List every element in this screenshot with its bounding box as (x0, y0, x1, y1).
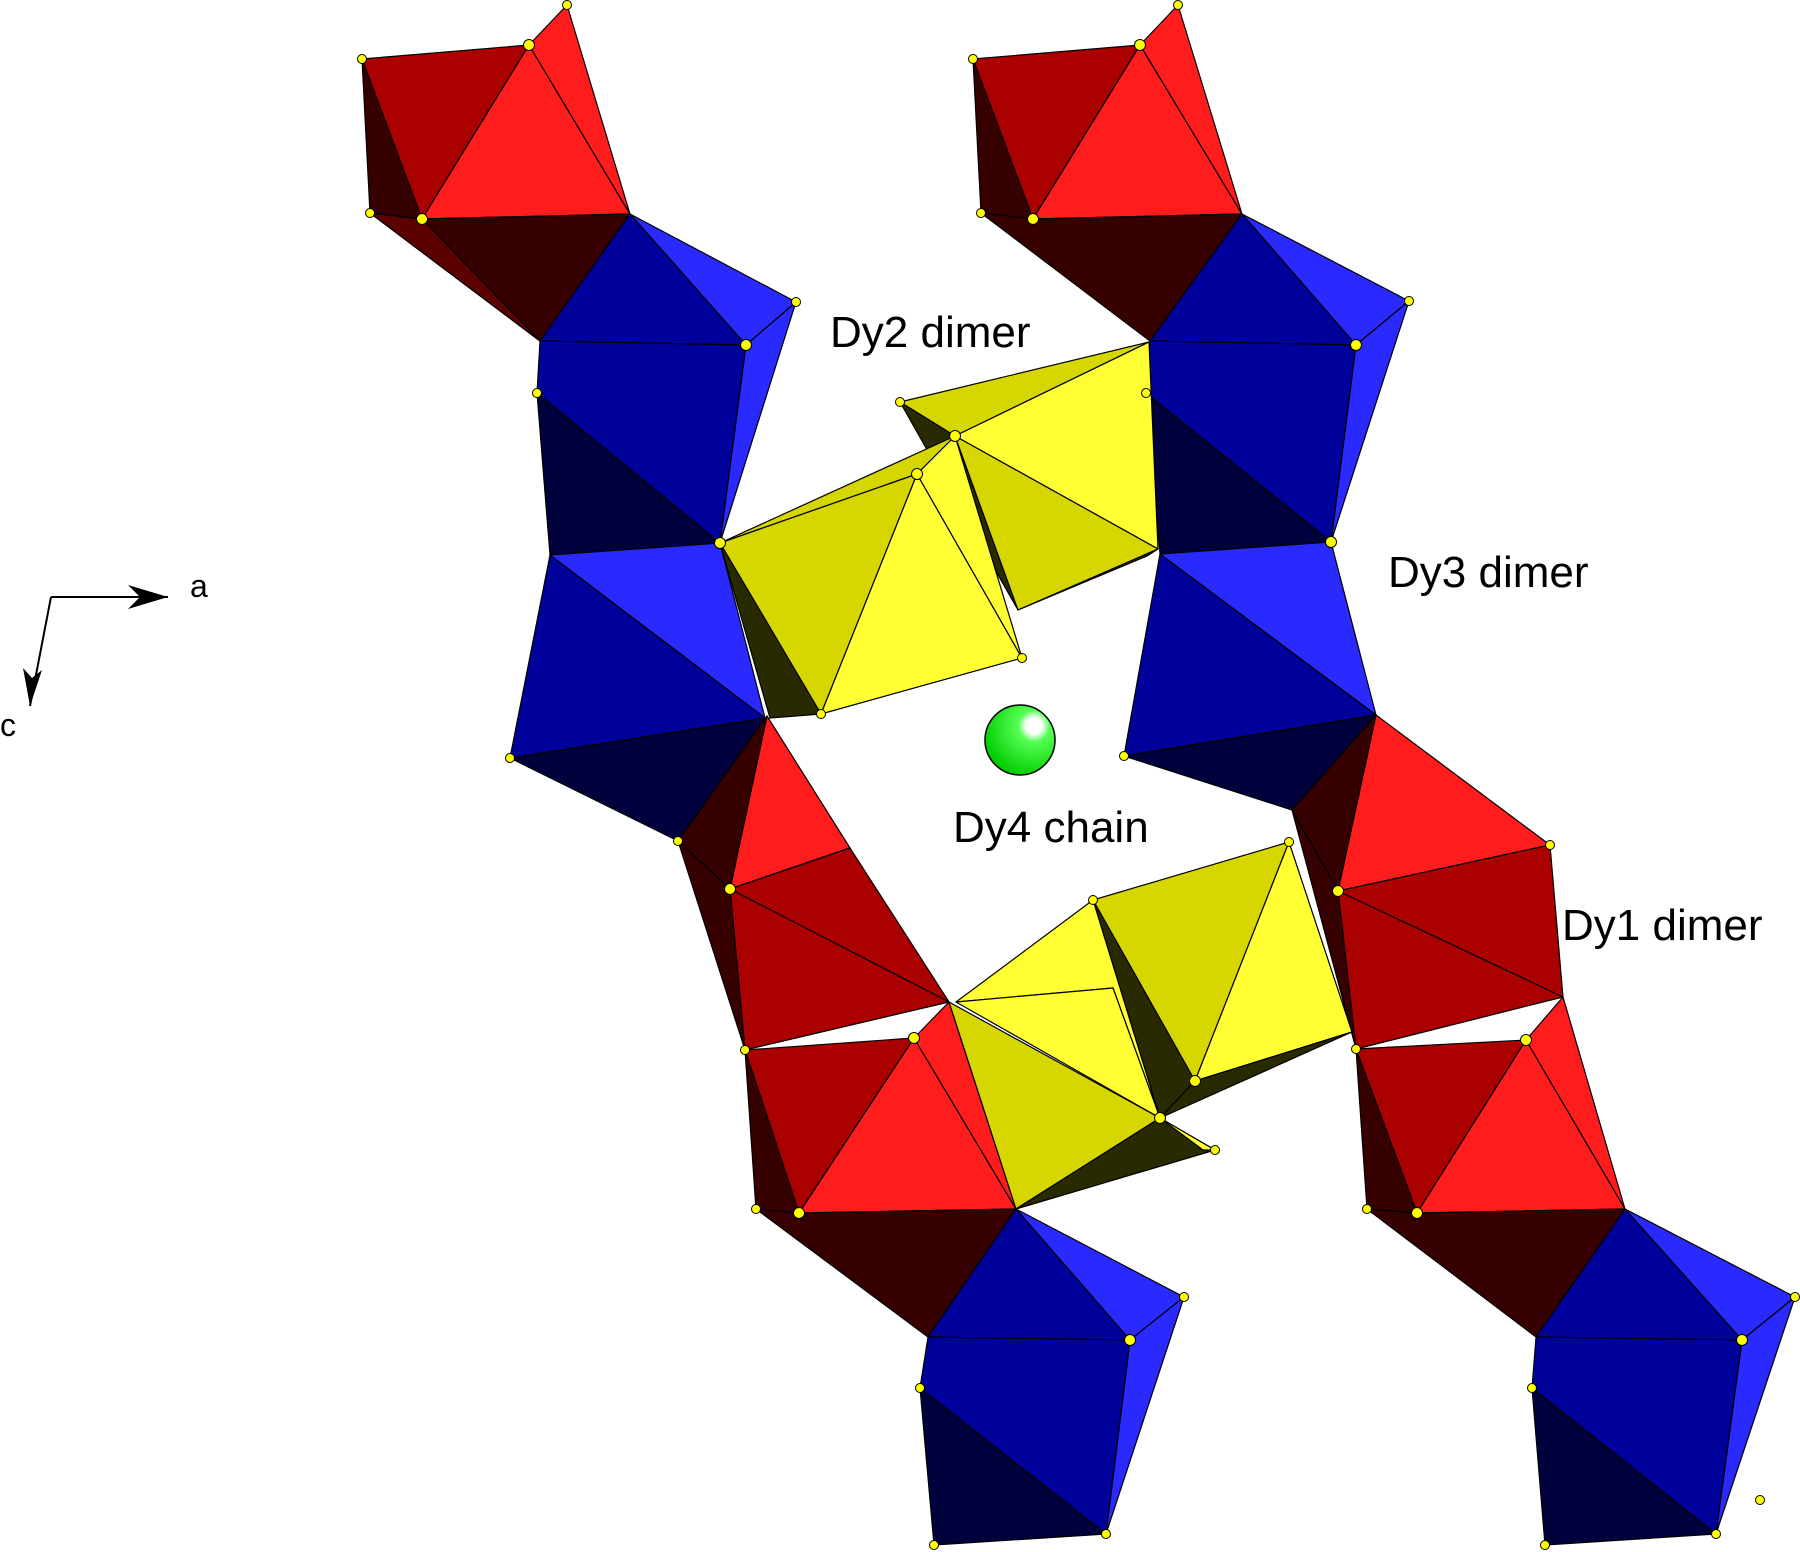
dy2-polyhedra (719, 341, 1353, 1210)
c-axis-label: c (0, 707, 16, 743)
dy1-polyhedra (361, 4, 1626, 1338)
dy4-chain-label: Dy4 chain (953, 803, 1149, 852)
a-axis-label: a (190, 568, 208, 604)
axis-indicator: a c (0, 568, 208, 743)
dy1-dimer-label: Dy1 dimer (1562, 901, 1763, 950)
dy3-dimer-label: Dy3 dimer (1388, 548, 1589, 597)
dy4-atom-sphere (984, 704, 1056, 776)
a-axis-arrowhead (128, 585, 168, 609)
dy2-dimer-label: Dy2 dimer (830, 308, 1031, 357)
dy3-polyhedra (509, 213, 1796, 1546)
c-axis-arrowhead (23, 668, 42, 706)
vertex-markers (357, 0, 1800, 1550)
